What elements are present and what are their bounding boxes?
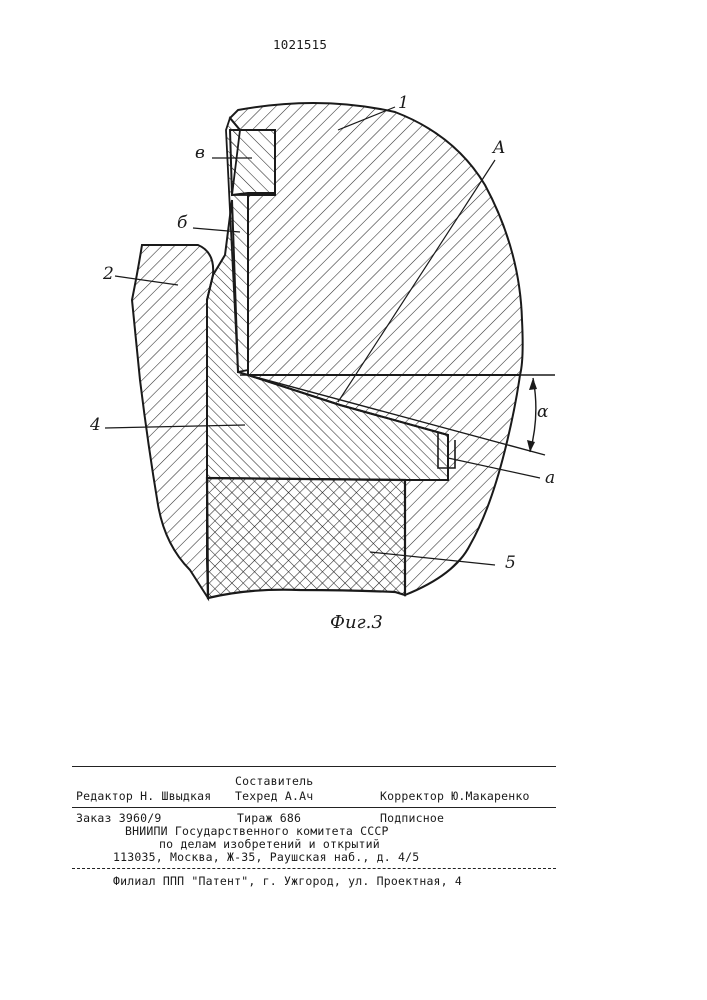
label-a: a [545, 468, 555, 488]
label-alpha: α [537, 402, 548, 422]
imprint-rule-2 [72, 807, 556, 808]
label-v: в [195, 143, 205, 163]
imprint-branch: Филиал ППП "Патент", г. Ужгород, ул. Про… [113, 874, 462, 888]
cross-section-drawing [0, 0, 707, 700]
part-2-body [132, 245, 213, 598]
imprint-subscription: Подписное [380, 811, 444, 825]
imprint-order: Заказ 3960/9 [76, 811, 161, 825]
imprint-techred: Техред А.Ач [235, 789, 313, 803]
label-b: б [177, 213, 187, 233]
imprint-top-rule [72, 766, 556, 767]
label-A: A [493, 138, 505, 158]
imprint-org-line2: по делам изобретений и открытий [159, 837, 380, 851]
label-1: 1 [398, 93, 409, 113]
part-5-block [207, 478, 405, 598]
label-5: 5 [505, 553, 516, 573]
imprint-rule-3 [72, 868, 556, 869]
figure-caption: Фиг.3 [330, 612, 383, 633]
imprint-address: 113035, Москва, Ж-35, Раушская наб., д. … [113, 850, 419, 864]
imprint-corrector: Корректор Ю.Макаренко [380, 789, 530, 803]
label-2: 2 [103, 264, 114, 284]
imprint-compiler: Составитель [235, 774, 313, 788]
label-4: 4 [90, 415, 101, 435]
imprint-circulation: Тираж 686 [237, 811, 301, 825]
imprint-org-line1: ВНИИПИ Государственного комитета СССР [125, 824, 389, 838]
alpha-arrow-top [529, 378, 537, 390]
imprint-editor: Редактор Н. Швыдкая [76, 789, 211, 803]
